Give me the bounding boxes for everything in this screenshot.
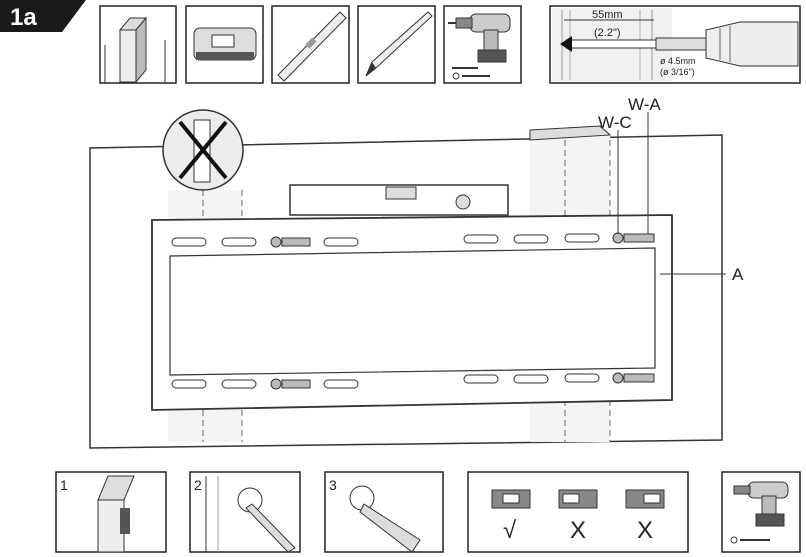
step-number: 1a xyxy=(10,4,37,31)
drill-final-panel xyxy=(721,471,801,553)
step-badge: 1a xyxy=(0,0,86,32)
level-bad-mark-2: X xyxy=(637,517,653,544)
tool-stud-finder-icon xyxy=(185,5,264,84)
no-drywall-anchor-icon xyxy=(162,109,244,191)
level-bad-mark-1: X xyxy=(570,517,586,544)
tool-pencil-icon xyxy=(357,5,436,84)
drill-bit-in: (ø 3/16") xyxy=(660,67,695,77)
step-2-panel: 2 xyxy=(189,471,301,553)
drill-bit-mm: ø 4.5mm xyxy=(660,56,696,66)
spirit-level xyxy=(289,184,509,216)
drill-depth-mm: 55mm xyxy=(592,9,623,21)
step-1-number: 1 xyxy=(60,477,68,493)
step-3-number: 3 xyxy=(329,477,337,493)
drill-depth-in: (2.2") xyxy=(594,27,621,39)
drill-detail-panel: 55mm (2.2") ø 4.5mm (ø 3/16") xyxy=(549,5,801,84)
wall-plate xyxy=(151,214,673,411)
label-wc: W-C xyxy=(598,113,632,132)
tool-level-icon xyxy=(271,5,350,84)
level-ok-mark: √ xyxy=(503,517,517,544)
label-a: A xyxy=(732,265,744,284)
step-3-panel: 3 xyxy=(324,471,444,553)
wall-screws xyxy=(270,232,655,390)
tool-drill-icon xyxy=(443,5,522,84)
step-2-number: 2 xyxy=(194,477,202,493)
label-wa: W-A xyxy=(628,95,661,114)
step-1-panel: 1 xyxy=(55,471,167,553)
level-check-panel: √ X X xyxy=(467,471,689,553)
tool-stud-icon xyxy=(99,5,177,84)
